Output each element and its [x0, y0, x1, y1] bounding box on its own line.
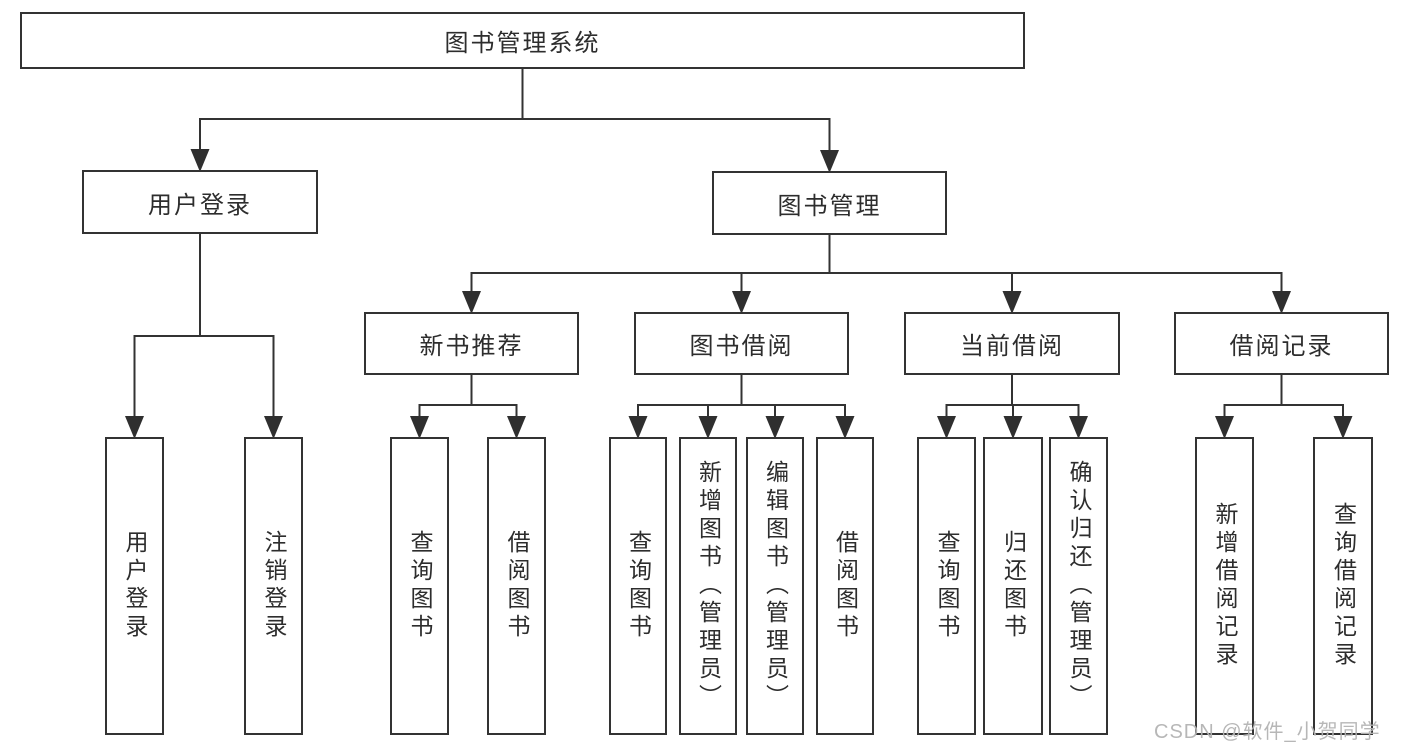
node-cb-confirm: 确认归还（管理员）	[1049, 437, 1108, 735]
arrowhead-down-icon	[1215, 416, 1234, 439]
arrowhead-down-icon	[125, 416, 144, 439]
arrowhead-down-icon	[264, 416, 283, 439]
arrowhead-down-icon	[1069, 416, 1088, 439]
node-leaf-logout: 注销登录	[244, 437, 303, 735]
node-br-query: 查询借阅记录	[1313, 437, 1373, 735]
node-bb-borrow: 借阅图书	[816, 437, 874, 735]
node-user-login: 用户登录	[82, 170, 318, 234]
node-bb-query: 查询图书	[609, 437, 667, 735]
arrowhead-down-icon	[1003, 416, 1023, 439]
node-br-add: 新增借阅记录	[1195, 437, 1254, 735]
arrowhead-down-icon	[1272, 291, 1291, 314]
node-leaf-user-login: 用户登录	[105, 437, 164, 735]
node-cb-return: 归还图书	[983, 437, 1043, 735]
arrowhead-down-icon	[765, 416, 785, 439]
arrowhead-down-icon	[462, 291, 481, 314]
node-book-mgmt: 图书管理	[712, 171, 947, 235]
arrowhead-down-icon	[1002, 291, 1022, 314]
arrowhead-down-icon	[410, 416, 429, 439]
arrowhead-down-icon	[937, 416, 956, 439]
node-nb-query: 查询图书	[390, 437, 449, 735]
arrowhead-down-icon	[628, 416, 648, 439]
arrowhead-down-icon	[190, 149, 210, 172]
csdn-watermark: CSDN @软件_小贺同学	[1154, 721, 1381, 743]
arrowhead-down-icon	[1333, 416, 1353, 439]
node-root: 图书管理系统	[20, 12, 1025, 69]
node-bb-edit: 编辑图书（管理员）	[746, 437, 804, 735]
node-bb-add: 新增图书（管理员）	[679, 437, 737, 735]
arrowhead-down-icon	[820, 150, 839, 173]
node-nb-borrow: 借阅图书	[487, 437, 546, 735]
arrowhead-down-icon	[732, 291, 751, 314]
node-new-book: 新书推荐	[364, 312, 579, 375]
arrowhead-down-icon	[698, 416, 718, 439]
node-cb-query: 查询图书	[917, 437, 976, 735]
arrowhead-down-icon	[507, 416, 526, 439]
node-current-borrow: 当前借阅	[904, 312, 1120, 375]
arrowhead-down-icon	[835, 416, 855, 439]
node-book-borrow: 图书借阅	[634, 312, 849, 375]
node-borrow-record: 借阅记录	[1174, 312, 1389, 375]
